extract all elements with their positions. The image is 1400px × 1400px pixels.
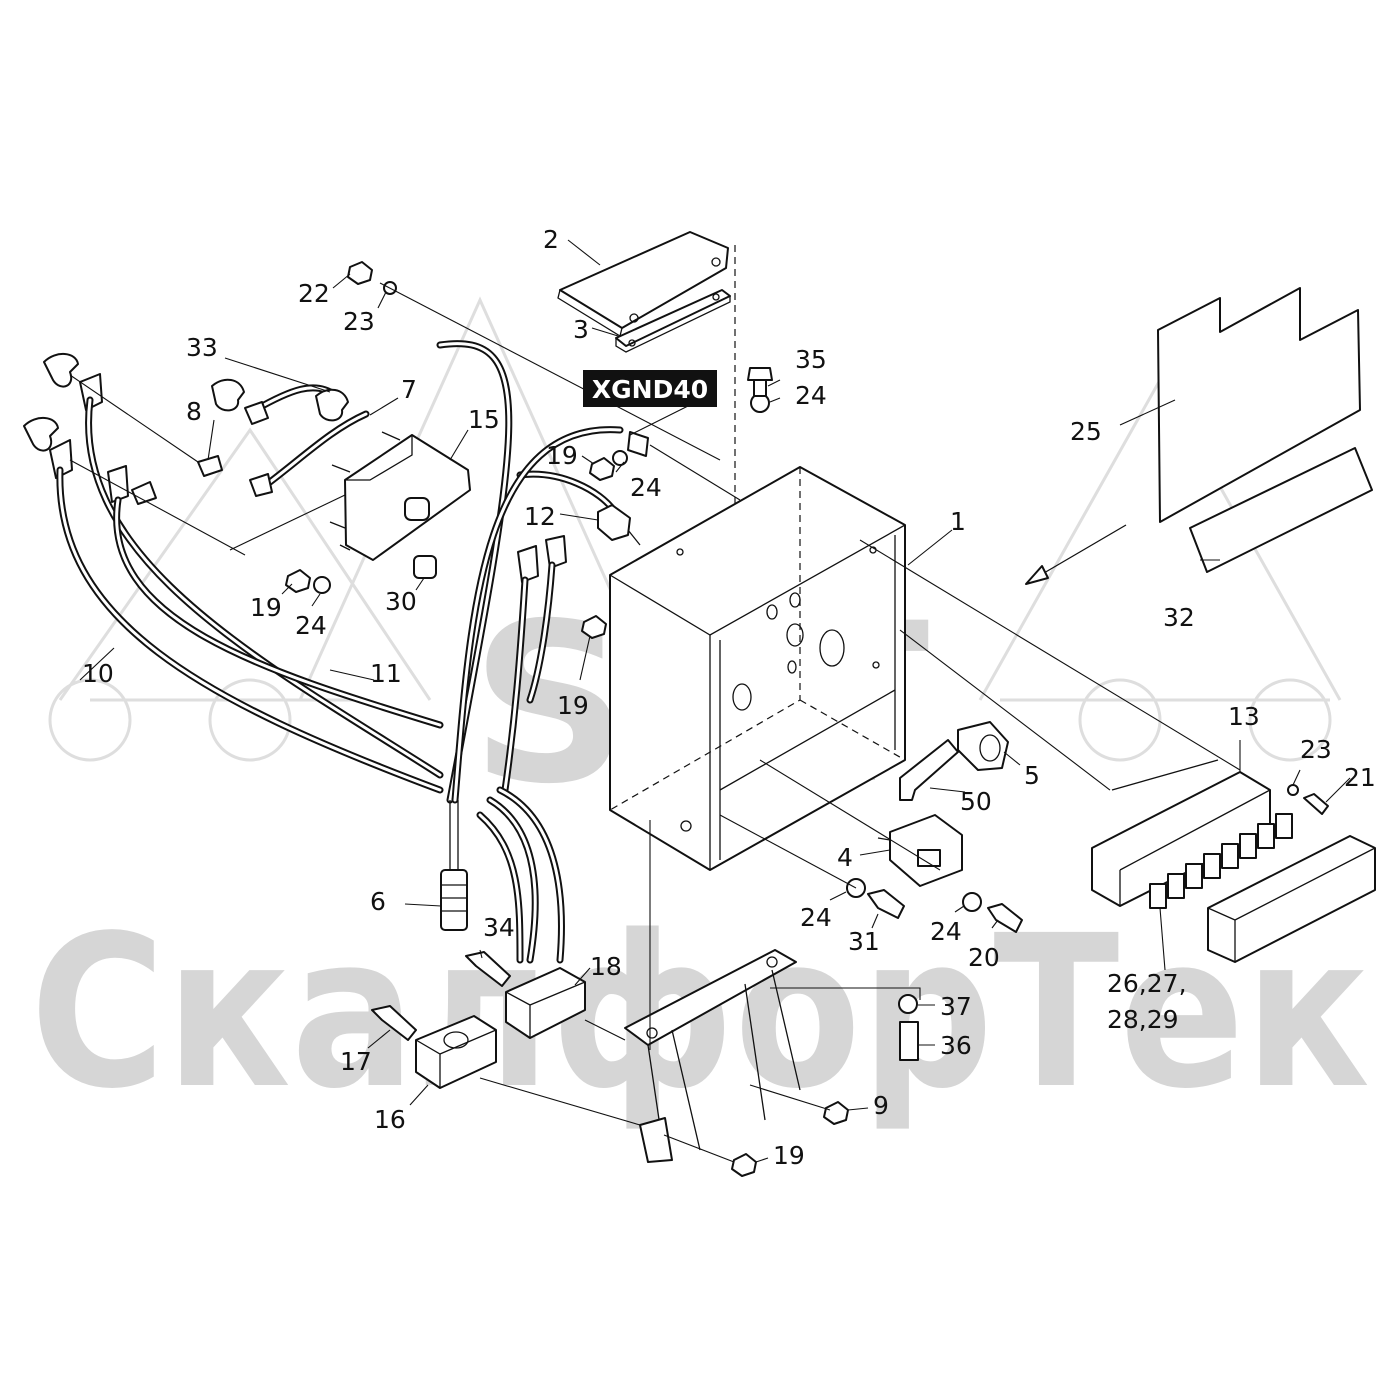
callout-7: 7 [401,375,417,404]
callout-1: 1 [950,507,966,536]
callout-numbers: 1 2 3 4 5 6 7 8 9 10 11 12 13 15 16 17 1… [82,225,1376,1170]
leader-lines [69,239,1351,1163]
sleeve-30 [413,555,437,579]
callout-10: 10 [82,659,114,688]
callout-22: 22 [298,279,330,308]
callout-12: 12 [524,502,556,531]
callout-19-box: 19 [557,691,589,720]
callout-25: 25 [1070,417,1102,446]
callout-20: 20 [968,943,1000,972]
socket-5 [957,721,1009,771]
callout-26-line2: 28,29 [1107,1005,1179,1034]
bolts [371,367,1329,1061]
callout-36: 36 [940,1031,972,1060]
callout-21: 21 [1344,763,1376,792]
callout-9: 9 [873,1091,889,1120]
callout-24-connector: 24 [800,903,832,932]
nuts-and-washers [285,261,1299,1177]
xgnd40-tag-text: XGND40 [592,375,708,404]
connector-block-4 [877,814,963,887]
callout-2: 2 [543,225,559,254]
callout-24-tag: 24 [630,473,662,502]
callout-8: 8 [186,397,202,426]
callout-50: 50 [960,787,992,816]
callout-19-tag: 19 [546,441,578,470]
direction-arrow [1025,524,1127,585]
callout-23-top: 23 [343,307,375,336]
relay [329,431,471,561]
callout-24-right: 24 [930,917,962,946]
cover-plate [557,231,729,338]
callout-31: 31 [848,927,880,956]
callout-16: 16 [374,1105,406,1134]
callout-23-board: 23 [1300,735,1332,764]
cable-loop-7 [258,410,370,492]
fuse-cover [1207,835,1376,963]
callout-24-relay: 24 [295,611,327,640]
toggle-switch [597,504,641,546]
callout-37: 37 [940,992,972,1021]
callout-11: 11 [370,659,402,688]
callout-19-bracket: 19 [773,1141,805,1170]
callout-18: 18 [590,952,622,981]
electrical-box [609,466,906,871]
xgnd40-tag: XGND40 [583,370,717,407]
boot-caps [23,353,349,452]
callout-13: 13 [1228,702,1260,731]
callout-35: 35 [795,345,827,374]
callout-19-relay: 19 [250,593,282,622]
mounting-bracket [624,949,801,1163]
label-sheet-25 [1157,287,1361,523]
callout-30: 30 [385,587,417,616]
callout-5: 5 [1024,761,1040,790]
callout-32: 32 [1163,603,1195,632]
callout-24-bolt: 24 [795,381,827,410]
long-cables [56,340,624,964]
gasket-strip [615,289,731,353]
terminal-lugs [49,373,649,583]
callout-4: 4 [837,843,853,872]
pipe-elbow-50 [899,739,959,801]
clamp-blocks [415,967,586,1089]
callout-34: 34 [483,913,515,942]
callout-33: 33 [186,333,218,362]
callout-26-line1: 26,27, [1107,969,1187,998]
callout-15: 15 [468,405,500,434]
fuses [1149,813,1293,909]
callout-6: 6 [370,887,386,916]
callout-17: 17 [340,1047,372,1076]
callout-3: 3 [573,315,589,344]
bundle-sleeve [440,800,468,931]
label-strip-32 [1189,447,1373,573]
